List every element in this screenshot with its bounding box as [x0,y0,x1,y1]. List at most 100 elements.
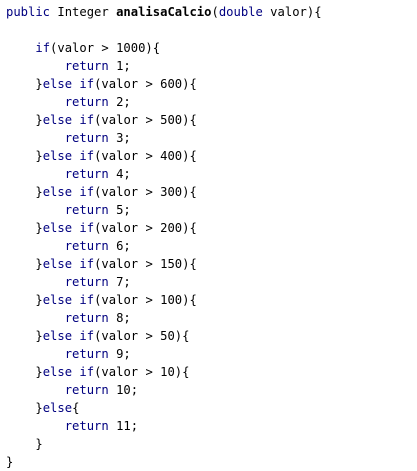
code-token: { [72,401,80,415]
code-keyword: return [64,203,109,217]
code-indent [6,419,65,433]
code-token: } [35,437,43,451]
code-keyword: else [42,221,73,235]
code-token: (valor > 10){ [94,365,190,379]
code-keyword: if [79,257,95,271]
code-keyword: if [79,185,95,199]
code-token: 11; [108,419,139,433]
code-token: } [35,221,43,235]
code-indent [6,275,65,289]
code-token: (valor > 1000){ [50,41,161,55]
code-keyword: return [64,167,109,181]
code-indent [6,347,65,361]
code-line[interactable]: return 8; [6,309,131,327]
code-indent [6,167,65,181]
code-keyword: return [64,95,109,109]
code-token: (valor > 100){ [94,293,197,307]
code-keyword: else [42,329,73,343]
code-indent [6,221,35,235]
code-token: 9; [108,347,131,361]
code-line[interactable]: if(valor > 1000){ [6,39,160,57]
code-indent [6,95,65,109]
code-indent [6,383,65,397]
code-line[interactable]: return 5; [6,201,131,219]
code-line[interactable]: return 6; [6,237,131,255]
code-token: } [35,293,43,307]
code-line[interactable]: return 7; [6,273,131,291]
code-indent [6,59,65,73]
code-line[interactable]: return 11; [6,417,138,435]
code-indent [6,77,35,91]
code-keyword: else [42,401,73,415]
code-line[interactable]: }else if(valor > 100){ [6,291,197,309]
code-line[interactable]: return 9; [6,345,131,363]
code-token: } [35,401,43,415]
code-line[interactable]: }else if(valor > 600){ [6,75,196,93]
code-line[interactable]: }else if(valor > 50){ [6,327,189,345]
code-method-name: analisaCalcio [116,5,212,19]
code-keyword: if [35,41,51,55]
code-line[interactable]: return 10; [6,381,138,399]
code-indent [6,131,65,145]
code-token: (valor > 500){ [94,113,197,127]
code-token: 5; [108,203,131,217]
code-line[interactable]: }else if(valor > 10){ [6,363,189,381]
code-indent [6,113,35,127]
code-keyword: return [64,347,109,361]
code-keyword: if [79,77,95,91]
code-token: } [35,185,43,199]
code-token: } [35,77,43,91]
code-indent [6,185,35,199]
code-token: 10; [108,383,139,397]
code-keyword: if [79,293,95,307]
code-keyword: else [42,149,73,163]
code-keyword: return [64,239,109,253]
code-token: } [6,455,14,469]
code-token: (valor > 150){ [94,257,197,271]
code-indent [6,365,35,379]
code-token: } [35,365,43,379]
code-keyword: double [218,5,263,19]
code-token: } [35,329,43,343]
code-keyword: else [42,365,73,379]
code-keyword: return [64,59,109,73]
code-keyword: if [79,365,95,379]
code-token: } [35,149,43,163]
code-line[interactable]: } [6,435,43,453]
code-token: 2; [108,95,131,109]
code-token: 4; [108,167,131,181]
code-token: valor){ [262,5,322,19]
code-indent [6,41,35,55]
code-indent [6,203,65,217]
code-token: 1; [108,59,131,73]
code-keyword: else [42,77,73,91]
code-line[interactable]: return 3; [6,129,131,147]
code-indent [6,239,65,253]
code-token: (valor > 300){ [94,185,197,199]
code-line[interactable]: } [6,453,13,471]
code-line[interactable]: }else{ [6,399,79,417]
code-line[interactable]: return 1; [6,57,131,75]
code-line[interactable]: }else if(valor > 500){ [6,111,197,129]
code-line[interactable]: public Integer analisaCalcio(double valo… [6,3,322,21]
code-keyword: return [64,311,109,325]
code-keyword: else [42,185,73,199]
code-line[interactable]: }else if(valor > 200){ [6,219,197,237]
code-token: } [35,113,43,127]
code-token: ( [211,5,219,19]
code-line[interactable]: return 4; [6,165,131,183]
code-token: 8; [108,311,131,325]
code-keyword: else [42,113,73,127]
code-line[interactable]: }else if(valor > 400){ [6,147,196,165]
code-keyword: if [79,329,95,343]
code-indent [6,401,35,415]
code-keyword: return [64,131,109,145]
code-token: 6; [108,239,131,253]
code-line[interactable]: return 2; [6,93,131,111]
code-token: (valor > 200){ [94,221,197,235]
code-line[interactable]: }else if(valor > 150){ [6,255,197,273]
code-keyword: return [64,383,109,397]
code-indent [6,437,35,451]
code-line[interactable]: }else if(valor > 300){ [6,183,197,201]
code-editor[interactable]: public Integer analisaCalcio(double valo… [6,3,411,471]
